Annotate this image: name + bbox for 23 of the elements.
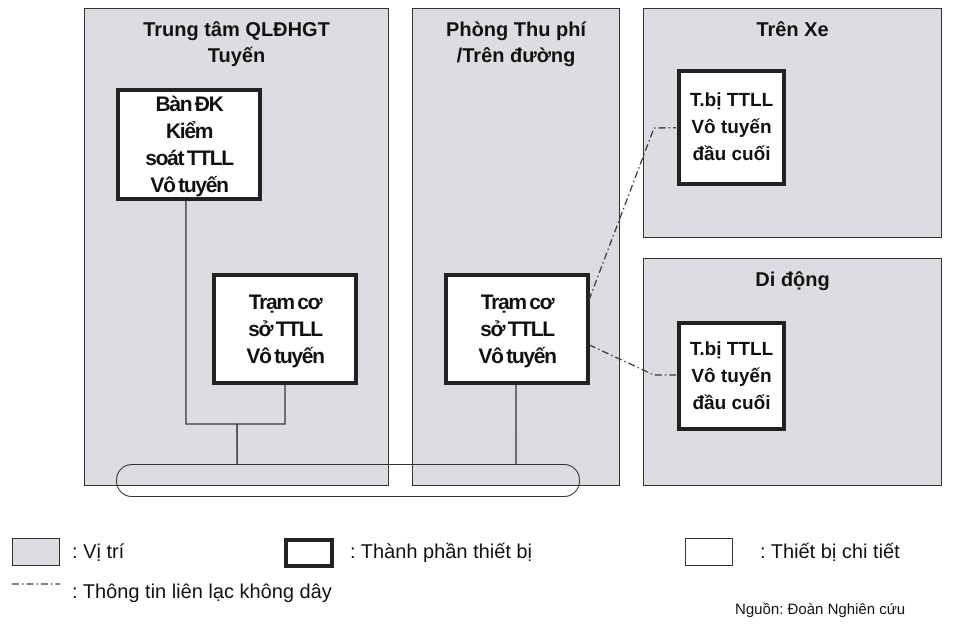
cable-line (515, 384, 517, 464)
panel-title: Phòng Thu phí /Trên đường (445, 18, 588, 69)
panel-title: Trên Xe (755, 18, 830, 43)
bus-line (116, 464, 580, 497)
source-note: Nguồn: Đoàn Nghiên cứu (735, 600, 906, 620)
device-box: Trạm cơ sở TTLL Vô tuyến (212, 273, 358, 385)
wireless-link (588, 344, 676, 376)
location-panel (643, 8, 942, 238)
location-panel (643, 258, 942, 486)
legend-text: : Thành phần thiết bị (350, 540, 532, 564)
panel-title: Di động (754, 268, 831, 293)
legend-text: : Vị trí (72, 540, 124, 564)
wireless-link (588, 127, 676, 300)
device-box: T.bị TTLL Vô tuyến đầu cuối (677, 321, 786, 431)
cable-line (236, 384, 286, 464)
location-panel (412, 8, 620, 486)
panel-title: Trung tâm QLĐHGT Tuyến (142, 18, 331, 69)
location-panel (84, 8, 389, 486)
legend-text: : Thiết bị chi tiết (760, 540, 900, 564)
device-box: Bàn ĐK Kiểm soát TTLL Vô tuyến (116, 88, 262, 201)
legend-text: : Thông tin liên lạc không dây (72, 580, 332, 604)
device-box: T.bị TTLL Vô tuyến đầu cuối (677, 69, 786, 186)
device-box: Trạm cơ sở TTLL Vô tuyến (444, 273, 590, 385)
